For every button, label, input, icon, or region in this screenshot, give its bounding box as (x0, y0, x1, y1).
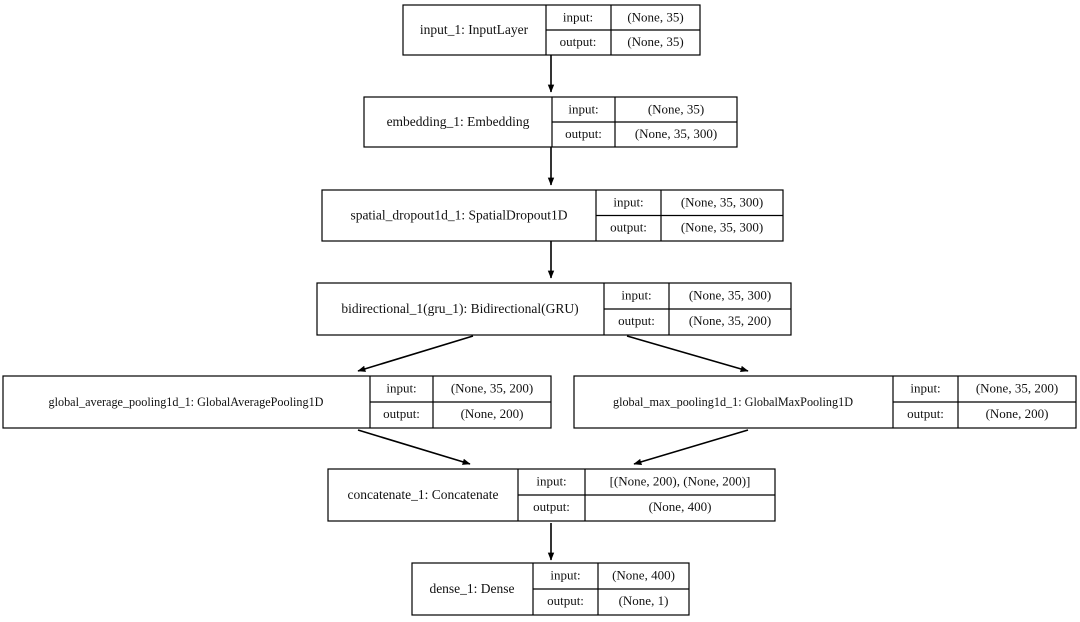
node-input_1[interactable]: input_1: InputLayer input: output: (None… (402, 4, 701, 56)
node-input_1-output-shape: (None, 35) (627, 34, 683, 49)
node-embedding_1[interactable]: embedding_1: Embedding input: output: (N… (363, 96, 738, 148)
node-input_1-name: input_1: InputLayer (420, 22, 529, 37)
edge-bidirectional_1-to-global_max_pooling1d_1 (626, 335, 749, 373)
node-spatial_dropout1d_1[interactable]: spatial_dropout1d_1: SpatialDropout1D in… (321, 189, 784, 242)
node-global_max_pooling1d_1-output-shape: (None, 200) (986, 406, 1049, 421)
node-dense_1-output-label: output: (547, 593, 584, 608)
node-spatial_dropout1d_1-output-label: output: (610, 219, 647, 234)
node-dense_1-output-shape: (None, 1) (619, 593, 669, 608)
node-concatenate_1-output-label: output: (533, 499, 570, 514)
node-dense_1-input-label: input: (550, 567, 580, 582)
node-dense_1-name: dense_1: Dense (429, 581, 514, 596)
node-embedding_1-input-label: input: (568, 101, 598, 116)
node-spatial_dropout1d_1-input-label: input: (613, 194, 643, 209)
node-concatenate_1-input-shape: [(None, 200), (None, 200)] (610, 473, 751, 488)
node-global_average_pooling1d_1[interactable]: global_average_pooling1d_1: GlobalAverag… (2, 375, 552, 429)
node-embedding_1-name: embedding_1: Embedding (387, 114, 530, 129)
node-global_max_pooling1d_1-name: global_max_pooling1d_1: GlobalMaxPooling… (613, 395, 853, 409)
edge-bidirectional_1-to-global_average_pooling1d_1 (357, 335, 474, 372)
node-global_max_pooling1d_1-input-shape: (None, 35, 200) (976, 380, 1058, 395)
node-concatenate_1-output-shape: (None, 400) (649, 499, 712, 514)
node-bidirectional_1-input-shape: (None, 35, 300) (689, 287, 771, 302)
node-bidirectional_1-output-label: output: (618, 313, 655, 328)
node-embedding_1-output-label: output: (565, 126, 602, 141)
edge-global_max_pooling1d_1-to-concatenate_1 (633, 429, 749, 465)
node-global_average_pooling1d_1-output-label: output: (383, 406, 420, 421)
node-global_max_pooling1d_1[interactable]: global_max_pooling1d_1: GlobalMaxPooling… (573, 375, 1077, 429)
node-bidirectional_1-output-shape: (None, 35, 200) (689, 313, 771, 328)
node-concatenate_1-name: concatenate_1: Concatenate (347, 487, 498, 502)
node-bidirectional_1[interactable]: bidirectional_1(gru_1): Bidirectional(GR… (316, 282, 792, 336)
node-embedding_1-input-shape: (None, 35) (648, 101, 704, 116)
node-spatial_dropout1d_1-input-shape: (None, 35, 300) (681, 194, 763, 209)
node-global_average_pooling1d_1-input-label: input: (386, 380, 416, 395)
node-global_average_pooling1d_1-name: global_average_pooling1d_1: GlobalAverag… (49, 395, 324, 409)
node-global_average_pooling1d_1-input-shape: (None, 35, 200) (451, 380, 533, 395)
node-input_1-output-label: output: (560, 34, 597, 49)
node-spatial_dropout1d_1-name: spatial_dropout1d_1: SpatialDropout1D (350, 208, 567, 223)
node-global_max_pooling1d_1-input-label: input: (910, 380, 940, 395)
node-input_1-input-label: input: (563, 9, 593, 24)
node-concatenate_1[interactable]: concatenate_1: Concatenate input: output… (327, 468, 776, 522)
node-spatial_dropout1d_1-output-shape: (None, 35, 300) (681, 219, 763, 234)
node-global_average_pooling1d_1-output-shape: (None, 200) (461, 406, 524, 421)
edge-global_average_pooling1d_1-to-concatenate_1 (357, 429, 471, 465)
node-input_1-input-shape: (None, 35) (627, 9, 683, 24)
node-embedding_1-output-shape: (None, 35, 300) (635, 126, 717, 141)
node-dense_1-input-shape: (None, 400) (612, 567, 675, 582)
edges-layer (357, 55, 749, 561)
node-dense_1[interactable]: dense_1: Dense input: output: (None, 400… (411, 562, 690, 616)
node-concatenate_1-input-label: input: (536, 473, 566, 488)
node-global_max_pooling1d_1-output-label: output: (907, 406, 944, 421)
node-bidirectional_1-name: bidirectional_1(gru_1): Bidirectional(GR… (341, 301, 578, 316)
node-bidirectional_1-input-label: input: (621, 287, 651, 302)
